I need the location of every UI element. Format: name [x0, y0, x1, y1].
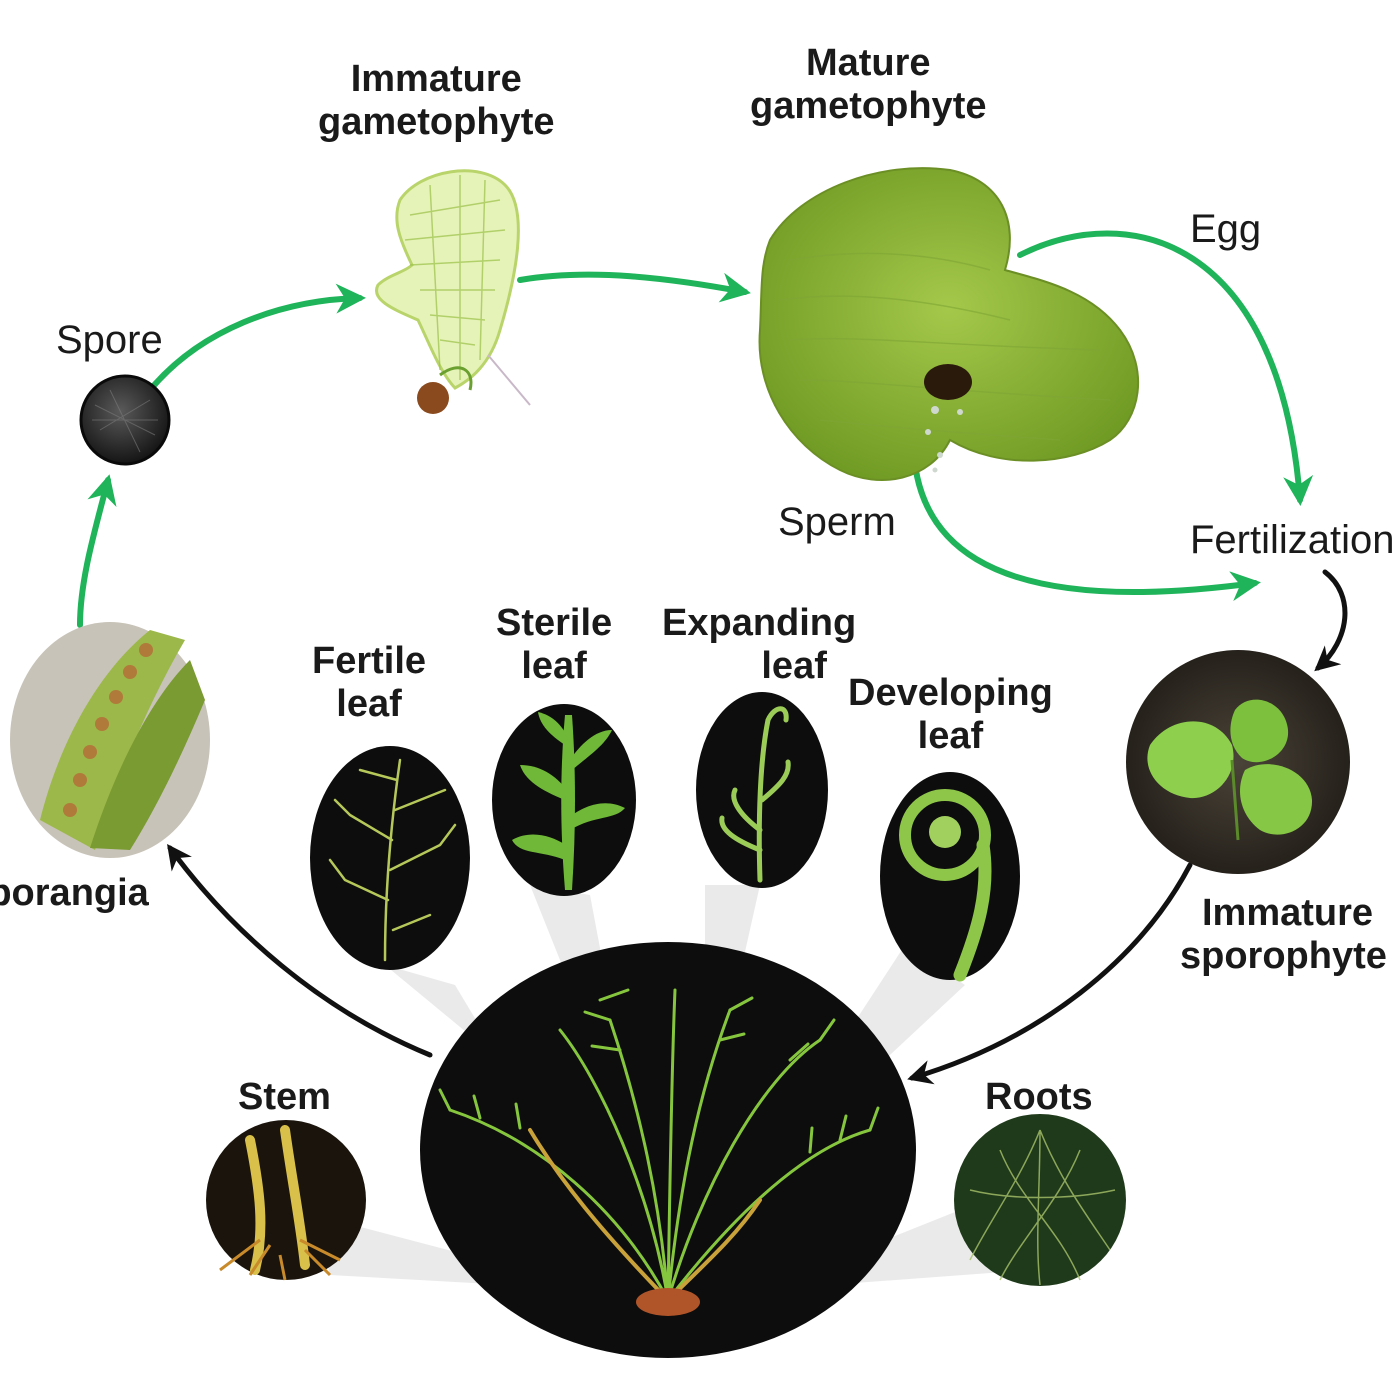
- label-developing-leaf-line1: Developing: [848, 672, 1053, 714]
- fertile-leaf-photo: [310, 746, 470, 970]
- arrow-sporangia-to-spore: [77, 474, 117, 628]
- expanding-leaf-photo: [696, 692, 828, 888]
- stem-photo: [206, 1120, 366, 1281]
- label-sterile-leaf-line1: Sterile: [496, 602, 613, 644]
- label-roots: Roots: [985, 1076, 1093, 1118]
- label-immature-gametophyte-line2: gametophyte: [318, 100, 555, 143]
- label-expanding-leaf-line1: Expanding: [662, 602, 857, 644]
- black-cycle-arrows: [167, 569, 1348, 1085]
- label-stem: Stem: [238, 1076, 331, 1118]
- label-expanding-leaf-line2: leaf: [761, 644, 827, 687]
- label-mature-gametophyte-line1: Mature: [805, 42, 931, 84]
- sporangia-photo: [10, 622, 210, 858]
- label-expanding-leaf: Expanding leaf: [662, 602, 856, 687]
- arrow-fertilization-to-immature-sporophyte: [1314, 569, 1348, 672]
- immature-sporophyte-photo: [1126, 650, 1350, 874]
- arrow-egg-to-fertilization: [1017, 230, 1314, 506]
- label-sperm: Sperm: [778, 500, 896, 544]
- label-immature-sporophyte: Immature sporophyte: [1180, 892, 1387, 977]
- label-fertile-leaf: Fertile leaf: [312, 640, 426, 725]
- developing-leaf-photo: [880, 772, 1020, 982]
- label-immature-gametophyte: Immature gametophyte: [318, 58, 554, 143]
- sterile-leaf-photo: [492, 704, 636, 896]
- label-immature-sporophyte-line1: Immature: [1202, 892, 1374, 934]
- label-mature-gametophyte-line2: gametophyte: [750, 84, 987, 127]
- immature-gametophyte-photo: [375, 169, 531, 414]
- label-sterile-leaf: Sterile leaf: [496, 602, 612, 687]
- label-spore: Spore: [56, 318, 163, 362]
- label-egg: Egg: [1190, 207, 1262, 251]
- arrow-immature-sporophyte-to-mature-sporophyte: [907, 862, 1193, 1085]
- arrow-immature-to-mature-gametophyte: [517, 271, 751, 303]
- label-fertile-leaf-line2: leaf: [336, 682, 402, 725]
- label-fertile-leaf-line1: Fertile: [312, 640, 427, 682]
- roots-photo: [954, 1114, 1126, 1286]
- arrow-spore-to-immature-gametophyte: [147, 283, 366, 393]
- label-developing-leaf: Developing leaf: [848, 672, 1053, 757]
- mature-sporophyte-photo: [420, 942, 916, 1358]
- spore-photo: [79, 374, 171, 466]
- label-developing-leaf-line2: leaf: [917, 714, 984, 757]
- label-sporangia: Sporangia: [0, 872, 149, 914]
- arrow-mature-sporophyte-to-sporangia: [167, 843, 433, 1058]
- label-sterile-leaf-line2: leaf: [521, 644, 587, 687]
- label-fertilization: Fertilization: [1190, 518, 1395, 562]
- label-immature-sporophyte-line2: sporophyte: [1180, 934, 1387, 977]
- mature-gametophyte-photo: [758, 167, 1140, 481]
- label-mature-gametophyte: Mature gametophyte: [750, 42, 986, 127]
- label-immature-gametophyte-line1: Immature: [350, 58, 522, 100]
